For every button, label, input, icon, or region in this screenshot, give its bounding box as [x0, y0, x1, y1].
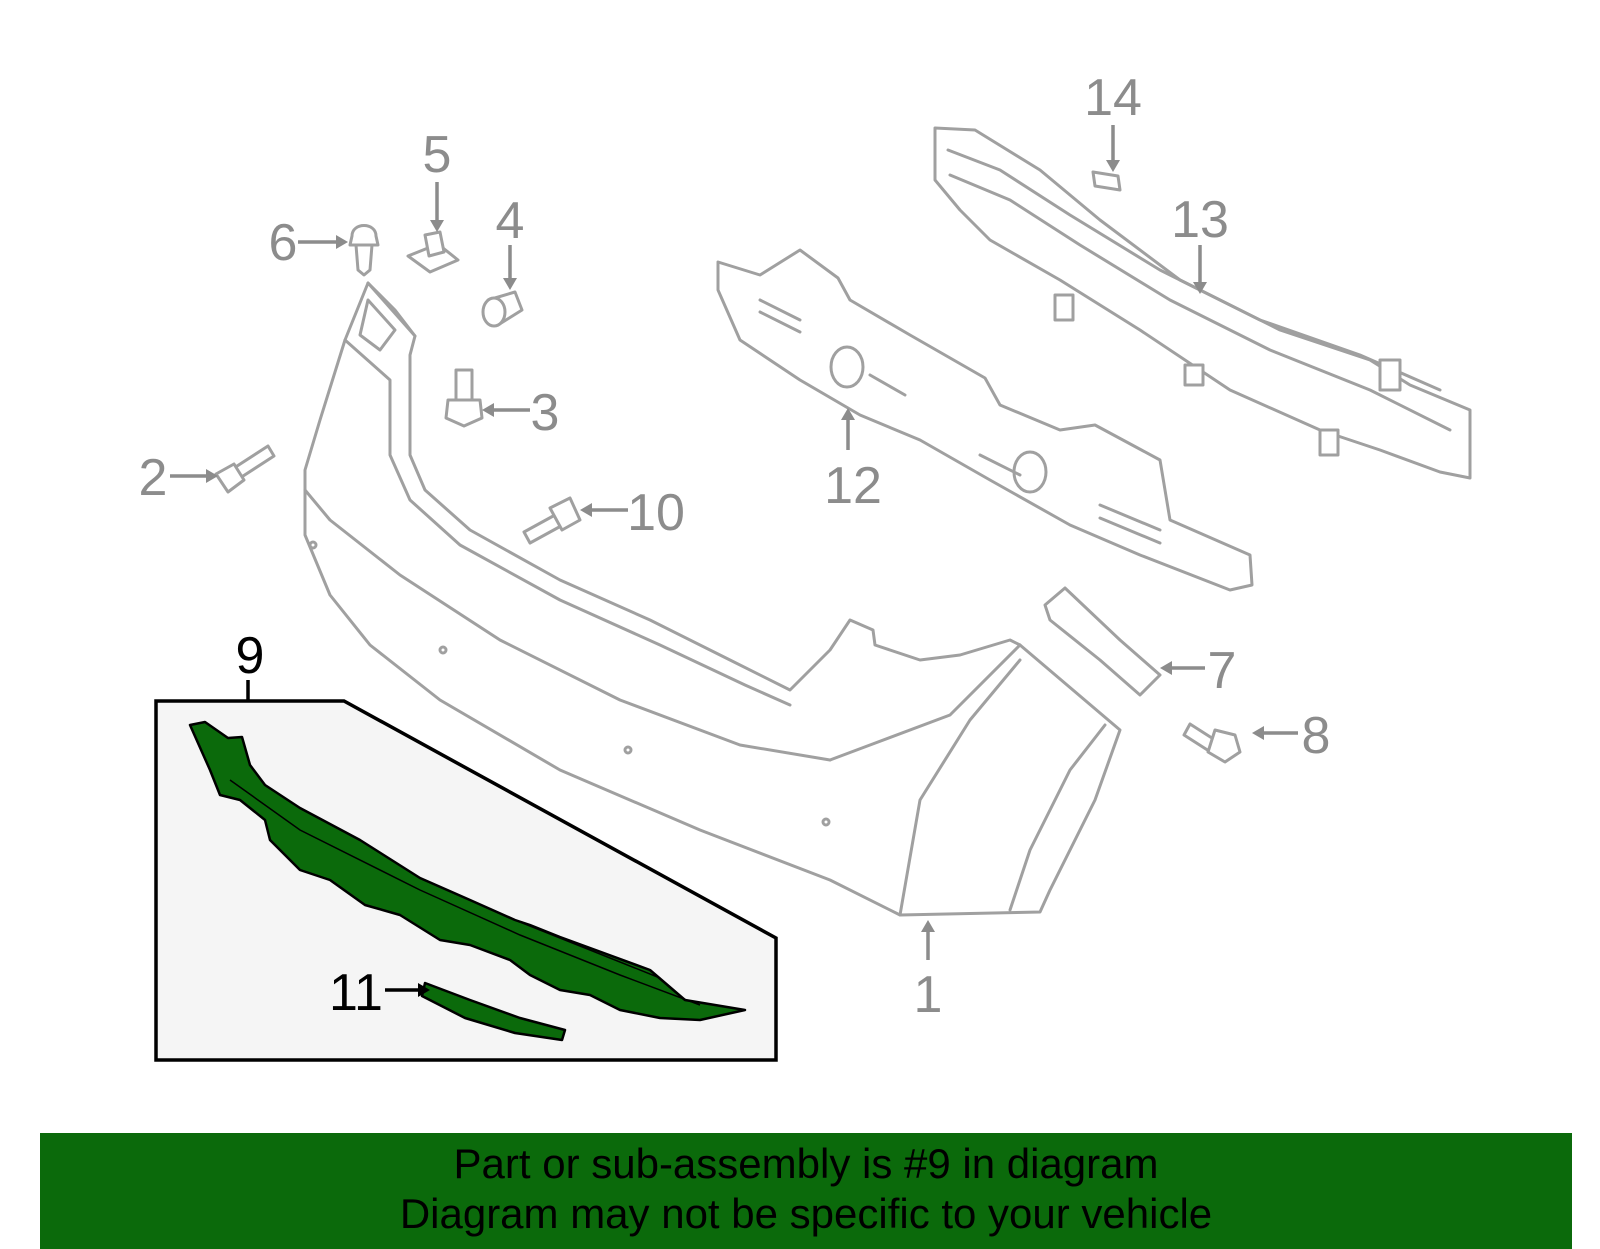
callout-12: 12 — [824, 457, 882, 515]
callout-9: 9 — [236, 627, 265, 685]
part-11-molding[interactable] — [420, 981, 567, 1042]
callout-4: 4 — [496, 192, 525, 250]
callout-3: 3 — [531, 384, 560, 442]
notice-banner: Part or sub-assembly is #9 in diagram Di… — [40, 1133, 1572, 1249]
part-6-push-pin[interactable] — [348, 224, 380, 277]
part-14-clip[interactable] — [1091, 170, 1122, 192]
callout-5: 5 — [423, 126, 452, 184]
callout-11: 11 — [329, 964, 383, 1022]
part-3-bolt[interactable] — [444, 368, 484, 428]
callout-2: 2 — [139, 449, 168, 507]
part-9-lower-valance[interactable] — [188, 720, 747, 1022]
part-8-bolt[interactable] — [1182, 722, 1242, 764]
callout-13: 13 — [1171, 191, 1229, 249]
part-10-bolt[interactable] — [522, 496, 582, 545]
part-12-energy-absorber[interactable] — [716, 248, 1254, 592]
leader-arrows — [170, 125, 1298, 997]
part-5-retainer[interactable] — [406, 230, 460, 274]
part-4-nut[interactable] — [481, 290, 524, 328]
banner-line-2: Diagram may not be specific to your vehi… — [399, 1190, 1213, 1237]
callout-8: 8 — [1302, 707, 1331, 765]
callout-10: 10 — [627, 484, 685, 542]
callout-14: 14 — [1084, 69, 1142, 127]
part-13-reinforcement-bar[interactable] — [933, 126, 1472, 480]
callout-7: 7 — [1208, 642, 1237, 700]
banner-line-1: Part or sub-assembly is #9 in diagram — [453, 1140, 1159, 1187]
part-7-bracket[interactable] — [1043, 586, 1162, 697]
part-1-bumper-cover[interactable] — [303, 281, 1122, 917]
callout-6: 6 — [269, 214, 298, 272]
part-2-bolt[interactable] — [214, 444, 276, 494]
callout-1: 1 — [914, 966, 943, 1024]
